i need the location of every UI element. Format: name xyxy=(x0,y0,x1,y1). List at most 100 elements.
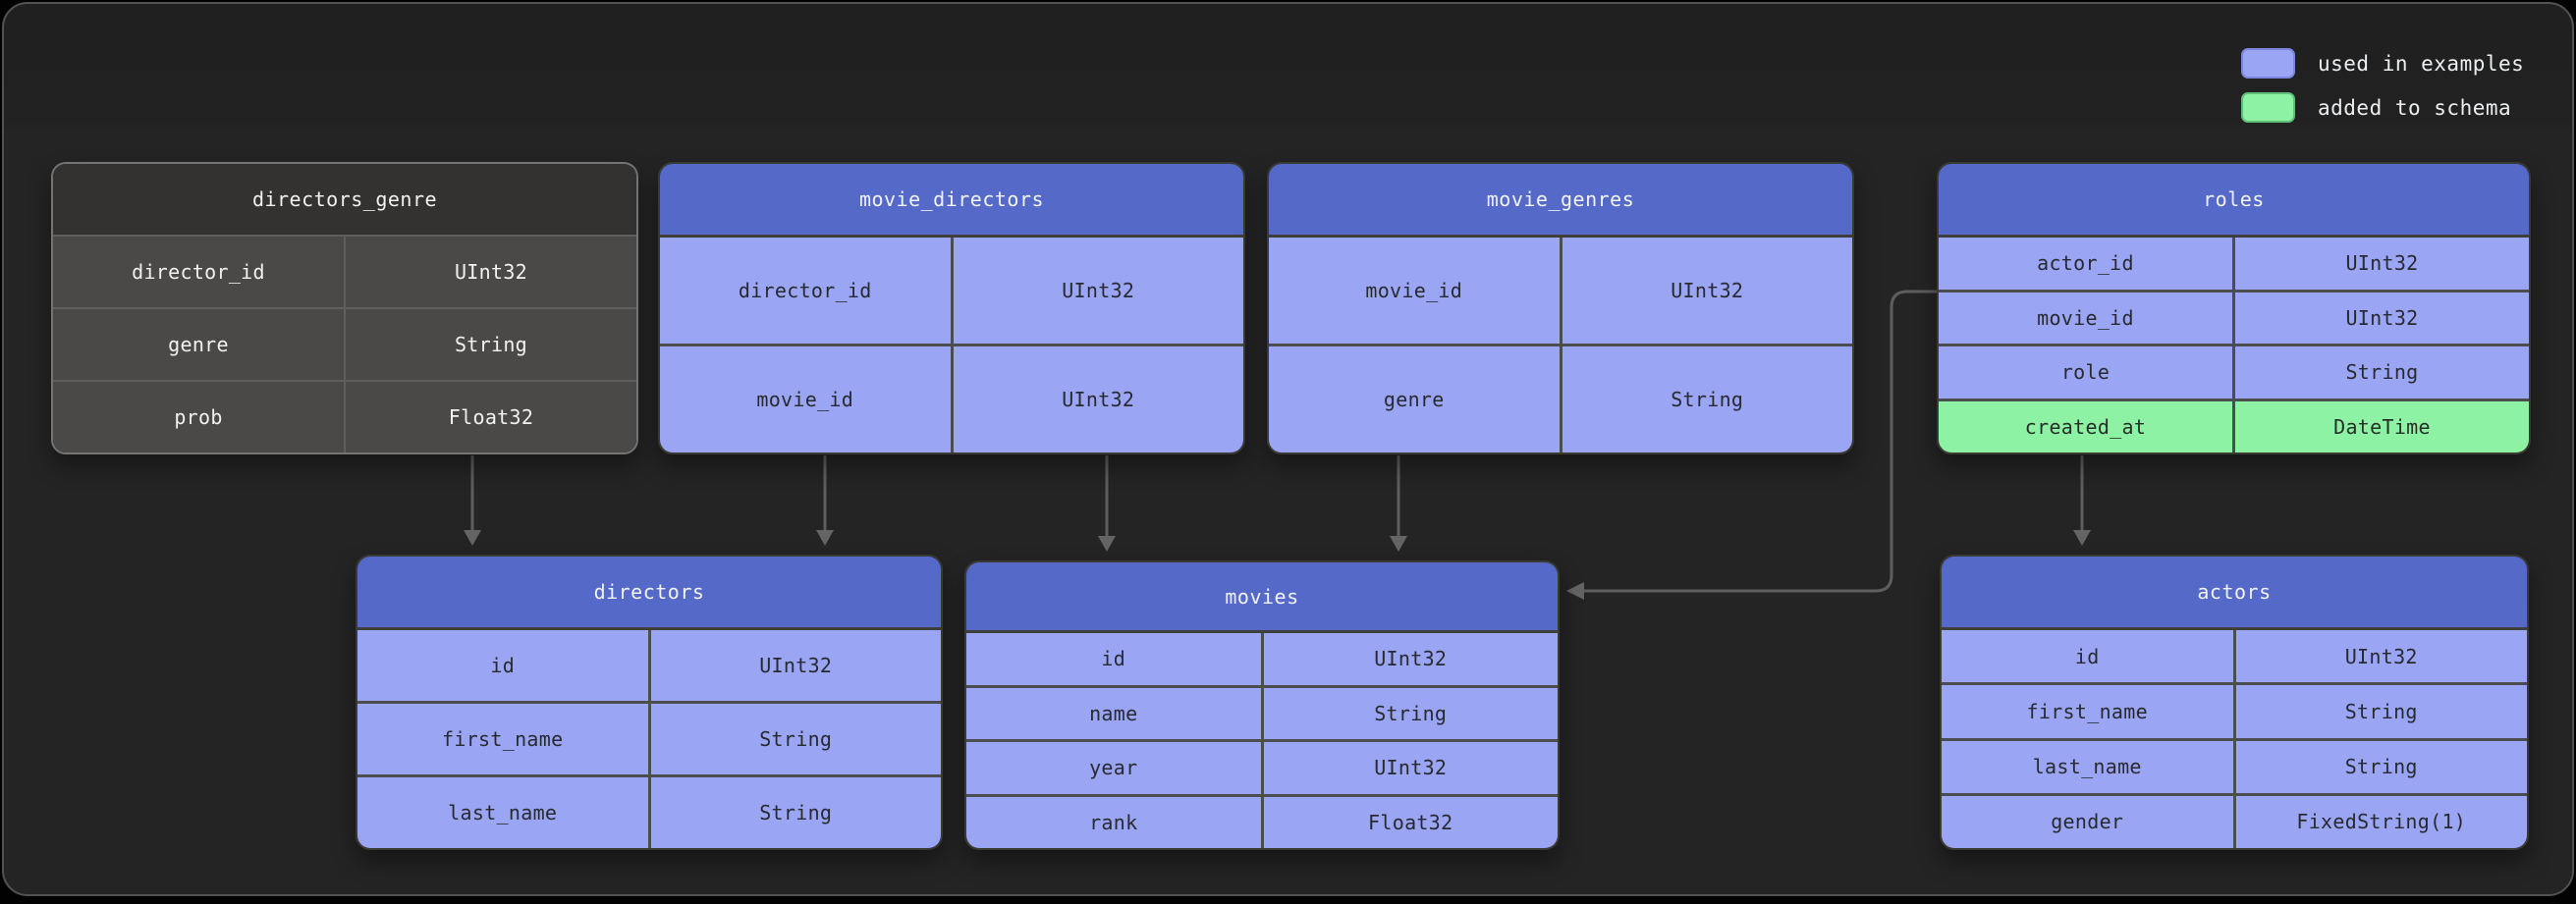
legend: used in examples added to schema xyxy=(2241,48,2524,123)
field-name: director_id xyxy=(660,238,954,344)
field-name: first_name xyxy=(1942,685,2236,738)
field-type: UInt32 xyxy=(759,654,833,677)
legend-item-added-to-schema: added to schema xyxy=(2241,92,2524,123)
table-title: movie_directors xyxy=(660,164,1243,238)
table-title: directors_genre xyxy=(53,164,636,237)
table-title: directors xyxy=(357,557,941,630)
field-name: prob xyxy=(53,382,346,452)
field-row-genre: genre String xyxy=(1269,344,1852,452)
field-type: UInt32 xyxy=(1374,756,1448,780)
field-name: id xyxy=(357,630,651,701)
field-row-director_id: director_id UInt32 xyxy=(660,238,1243,344)
field-type: UInt32 xyxy=(1062,279,1135,302)
table-rows: director_id UInt32 genre String prob Float32 xyxy=(53,237,636,452)
field-row-first_name: first_name String xyxy=(357,701,941,774)
arrowhead xyxy=(816,530,834,546)
arrowhead xyxy=(2073,530,2091,546)
field-name: genre xyxy=(53,309,346,380)
field-type: String xyxy=(2344,699,2418,723)
legend-swatch-used-in-examples xyxy=(2241,48,2295,79)
field-type: String xyxy=(454,333,528,356)
field-row-rank: rank Float32 xyxy=(966,793,1558,848)
table-title: movies xyxy=(966,562,1558,633)
field-type: FixedString(1) xyxy=(2296,810,2467,834)
field-type: UInt32 xyxy=(2345,251,2419,276)
field-type: String xyxy=(1671,388,1744,411)
field-name: role xyxy=(1939,346,2235,399)
field-row-actor_id: actor_id UInt32 xyxy=(1939,238,2529,290)
field-row-role: role String xyxy=(1939,344,2529,399)
table-title: actors xyxy=(1942,557,2527,630)
field-type: Float32 xyxy=(448,405,534,429)
field-name: id xyxy=(1942,630,2236,683)
arrowhead xyxy=(1390,536,1407,552)
field-name: year xyxy=(966,742,1264,794)
field-row-id: id UInt32 xyxy=(966,633,1558,685)
field-row-movie_id: movie_id UInt32 xyxy=(1939,289,2529,344)
field-type: UInt32 xyxy=(1062,388,1135,411)
field-type: Float32 xyxy=(1368,810,1453,834)
field-row-movie_id: movie_id UInt32 xyxy=(660,344,1243,452)
field-name: movie_id xyxy=(660,346,954,452)
field-type: DateTime xyxy=(2333,414,2431,439)
field-row-id: id UInt32 xyxy=(357,630,941,701)
table-title: movie_genres xyxy=(1269,164,1852,238)
field-name: movie_id xyxy=(1269,238,1562,344)
arrowhead xyxy=(1098,536,1116,552)
field-type: UInt32 xyxy=(454,260,528,284)
field-type: String xyxy=(2345,360,2419,385)
field-type: UInt32 xyxy=(1671,279,1744,302)
field-name: last_name xyxy=(1942,740,2236,793)
field-type: String xyxy=(759,801,833,824)
field-name: genre xyxy=(1269,346,1562,452)
field-type: String xyxy=(1374,701,1448,725)
arrow-roles-to-movies xyxy=(1584,290,1937,593)
field-row-created_at: created_at DateTime xyxy=(1939,398,2529,452)
legend-label: added to schema xyxy=(2318,95,2512,120)
field-name: created_at xyxy=(1939,400,2235,452)
field-row-first_name: first_name String xyxy=(1942,682,2527,738)
field-name: gender xyxy=(1942,795,2236,848)
table-rows: movie_id UInt32 genre String xyxy=(1269,238,1852,452)
field-name: director_id xyxy=(53,237,346,307)
field-name: first_name xyxy=(357,704,651,774)
field-row-last_name: last_name String xyxy=(357,774,941,848)
field-type: String xyxy=(2344,755,2418,779)
field-row-year: year UInt32 xyxy=(966,739,1558,794)
field-type: UInt32 xyxy=(2344,644,2418,668)
field-name: id xyxy=(966,633,1264,685)
legend-label: used in examples xyxy=(2318,51,2525,76)
field-row-last_name: last_name String xyxy=(1942,737,2527,793)
field-row-movie_id: movie_id UInt32 xyxy=(1269,238,1852,344)
legend-swatch-added-to-schema xyxy=(2241,92,2295,123)
field-row-gender: gender FixedString(1) xyxy=(1942,792,2527,848)
field-row-name: name String xyxy=(966,684,1558,739)
arrowhead xyxy=(1566,582,1584,600)
field-name: actor_id xyxy=(1939,238,2235,290)
field-row-prob: prob Float32 xyxy=(53,380,636,452)
legend-item-used-in-examples: used in examples xyxy=(2241,48,2524,79)
field-type: UInt32 xyxy=(2345,305,2419,330)
field-row-id: id UInt32 xyxy=(1942,630,2527,683)
field-name: movie_id xyxy=(1939,292,2235,344)
field-name: last_name xyxy=(357,777,651,848)
field-name: name xyxy=(966,687,1264,739)
field-row-director_id: director_id UInt32 xyxy=(53,237,636,307)
field-type: String xyxy=(759,727,833,751)
field-row-genre: genre String xyxy=(53,307,636,380)
field-type: UInt32 xyxy=(1374,647,1448,671)
field-name: rank xyxy=(966,796,1264,848)
